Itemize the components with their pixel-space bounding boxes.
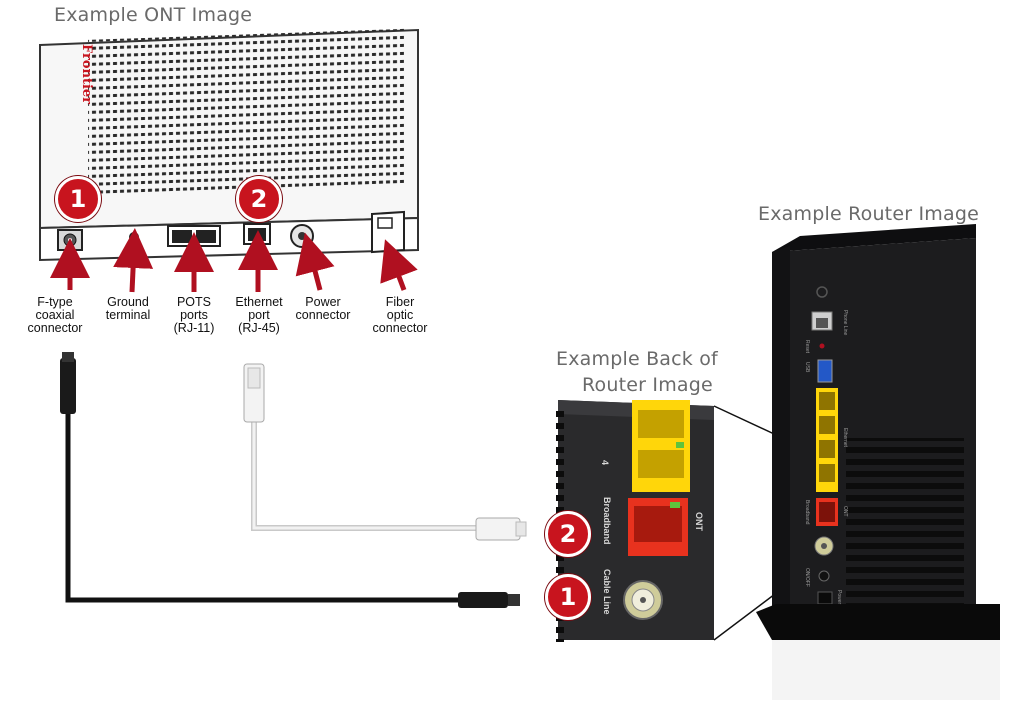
back-label-port4: 4	[600, 460, 610, 466]
router-label-phone-line: Phone Line	[842, 310, 848, 336]
ont-logo: Frontier	[79, 44, 94, 105]
back-title-line1: Example Back of	[556, 348, 718, 370]
router-label-usb: USB	[804, 362, 810, 373]
ethernet-cable	[243, 363, 527, 541]
back-label-broadband: Broadband	[602, 497, 612, 545]
caption-pots: POTS ports (RJ-11)	[173, 295, 215, 335]
router-label-ont: ONT	[842, 506, 848, 517]
router-back-closeup	[556, 400, 714, 642]
router-title: Example Router Image	[758, 203, 979, 225]
back-title-line2: Router Image	[582, 374, 713, 396]
caption-fiber: Fiber optic connector	[372, 295, 428, 335]
badge-1-ont: 1	[55, 176, 101, 222]
router-label-ethernet: Ethernet	[842, 428, 848, 447]
back-label-ont: ONT	[694, 512, 704, 531]
router-label-power: Power	[836, 590, 842, 605]
ont-device-drawing	[39, 28, 419, 262]
badge-2-ont: 2	[236, 176, 282, 222]
router-label-reset: Reset	[804, 340, 810, 354]
caption-ethernet: Ethernet port (RJ-45)	[235, 295, 283, 335]
router-label-power-switch: ON/OFF	[804, 568, 810, 587]
back-label-cable-line: Cable Line	[602, 569, 612, 615]
caption-power: Power connector	[295, 295, 351, 322]
ont-arrows	[50, 228, 418, 293]
badge-2-router: 2	[545, 511, 591, 557]
caption-coax: F-type coaxial connector	[27, 295, 83, 335]
badge-1-router: 1	[545, 574, 591, 620]
ont-title: Example ONT Image	[54, 4, 253, 26]
coax-cable	[60, 352, 520, 608]
router-label-broadband: Broadband	[804, 500, 810, 525]
caption-ground: Ground terminal	[105, 295, 151, 322]
router-photo	[756, 224, 1000, 700]
